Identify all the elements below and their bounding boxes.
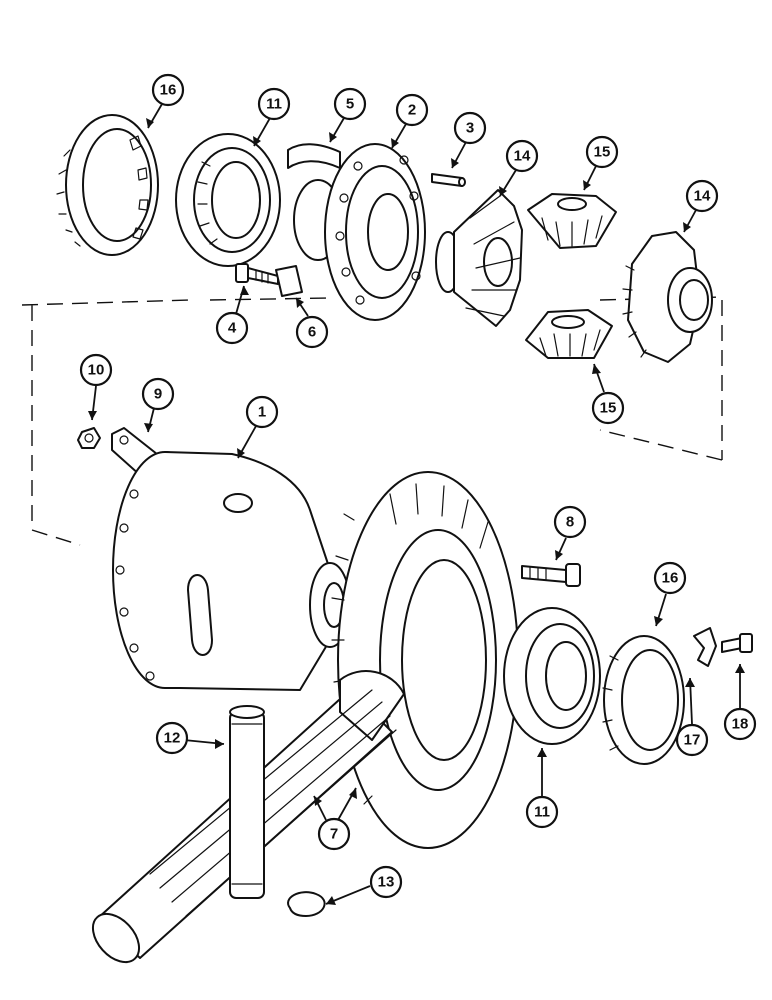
pin-part-3: [431, 173, 466, 187]
adjuster-ring-bottom: [602, 635, 685, 765]
bolt-part-8: [521, 563, 581, 587]
adjuster-ring-top: [56, 114, 159, 256]
callout-11-top: 11: [257, 87, 291, 121]
pinion-gear-lower: [525, 309, 613, 359]
callout-10: 10: [79, 353, 113, 387]
callout-3: 3: [453, 111, 487, 145]
callout-15-top: 15: [585, 135, 619, 169]
callout-label: 13: [378, 874, 395, 891]
callout-11-bottom: 11: [525, 795, 559, 829]
callout-label: 16: [160, 82, 177, 99]
callout-label: 17: [684, 732, 701, 749]
callout-label: 18: [732, 716, 749, 733]
callout-8: 8: [553, 505, 587, 539]
cross-shaft: [229, 705, 265, 899]
pinion-gear-upper: [527, 193, 617, 249]
callout-14-right: 14: [685, 179, 719, 213]
callout-13: 13: [369, 865, 403, 899]
callout-label: 2: [408, 102, 416, 119]
carrier-half-part-2: [287, 143, 426, 321]
callout-18: 18: [723, 707, 757, 741]
callout-label: 7: [330, 826, 338, 843]
callout-4: 4: [215, 311, 249, 345]
callout-label: 4: [228, 320, 237, 337]
callout-7: 7: [317, 817, 351, 851]
side-gear-right: [622, 231, 713, 363]
callout-label: 1: [258, 404, 266, 421]
callout-14-top: 14: [505, 139, 539, 173]
callout-12: 12: [155, 721, 189, 755]
callout-9: 9: [141, 377, 175, 411]
callout-label: 15: [600, 400, 617, 417]
callout-label: 5: [346, 96, 354, 113]
callout-label: 14: [514, 148, 531, 165]
callout-label: 11: [266, 96, 282, 113]
callout-15-bottom: 15: [591, 391, 625, 425]
callout-17: 17: [675, 723, 709, 757]
bolt-part-4: [235, 263, 279, 285]
callout-label: 12: [164, 730, 181, 747]
callout-label: 9: [154, 386, 162, 403]
callout-label: 6: [308, 324, 316, 341]
callout-label: 3: [466, 120, 474, 137]
callout-label: 11: [534, 804, 550, 821]
callout-5: 5: [333, 87, 367, 121]
nut-part-10: [77, 427, 101, 449]
lock-plate-part-6: [275, 265, 303, 297]
callout-label: 15: [594, 144, 611, 161]
leader-lines: [88, 103, 745, 905]
callout-label: 14: [694, 188, 711, 205]
crown-wheel: [331, 471, 519, 849]
bolt-part-18: [721, 633, 753, 653]
bearing-bottom: [503, 607, 601, 745]
lock-plate-part-17: [693, 627, 717, 667]
differential-case: [112, 451, 351, 691]
callout-16-bottom: 16: [653, 561, 687, 595]
callout-16-top: 16: [151, 73, 185, 107]
callout-1: 1: [245, 395, 279, 429]
callout-label: 16: [662, 570, 679, 587]
circlip: [287, 891, 326, 917]
subassembly-boundary: [21, 296, 723, 546]
bearing-top: [175, 133, 281, 267]
callout-label: 8: [566, 514, 574, 531]
side-gear-left: [435, 189, 523, 327]
callout-label: 10: [88, 362, 105, 379]
callout-2: 2: [395, 93, 429, 127]
callout-6: 6: [295, 315, 329, 349]
